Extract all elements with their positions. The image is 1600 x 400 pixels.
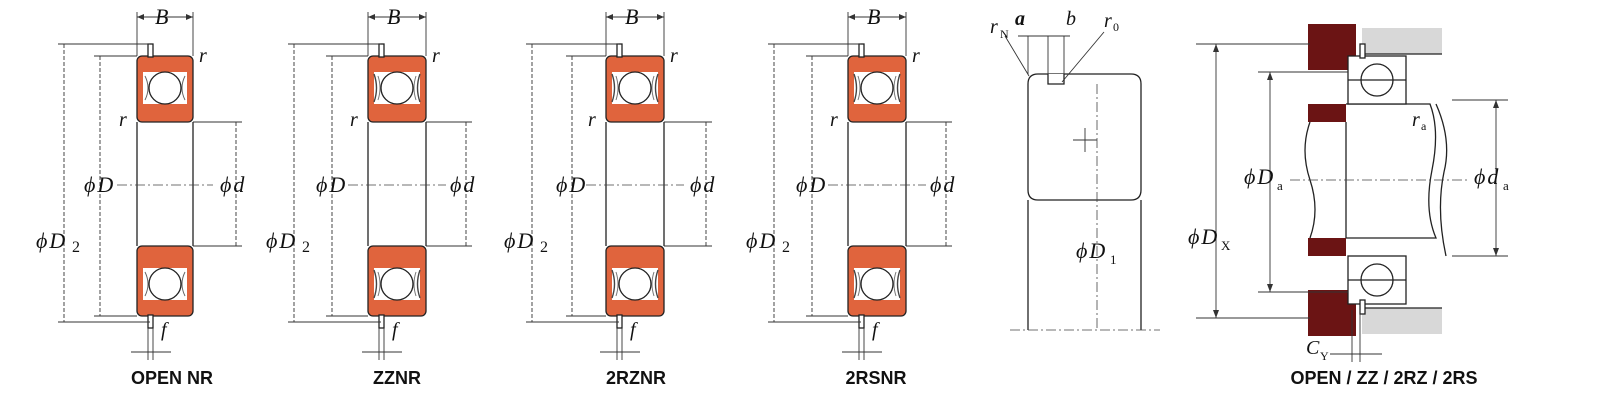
label-phi-d2-zznr: ϕD — [266, 228, 295, 253]
label-r-inner-open-nr: r — [119, 109, 127, 131]
label-r-outer-2rznr: r — [670, 45, 678, 67]
label-phi-da-lower: ϕd — [1474, 164, 1499, 189]
label-ra: r — [1412, 109, 1420, 131]
ball — [860, 71, 894, 105]
label-phi-d2-open-nr: ϕD — [36, 228, 65, 253]
ball — [860, 267, 894, 301]
caption-2rsnr: 2RSNR — [845, 368, 906, 388]
label-b-2rznr: B — [625, 4, 638, 29]
caption-open-nr: OPEN NR — [131, 368, 213, 388]
label-phi-d-bore-zznr: ϕd — [450, 172, 475, 197]
label-r-inner-2rsnr: r — [830, 109, 838, 131]
caption-mounting: OPEN / ZZ / 2RZ / 2RS — [1290, 368, 1477, 388]
label-phi-d-outer-open-nr: ϕD — [84, 172, 113, 197]
label-phi-d2-2rznr: ϕD — [504, 228, 533, 253]
label-d2-sub-2rznr: 2 — [540, 239, 548, 256]
label-r0-sub: 0 — [1113, 20, 1119, 34]
bearing-view-2rznr: BϕD 2 ϕD ϕd r r f 2RZNR — [504, 4, 715, 388]
label-phi-d1: ϕD — [1076, 238, 1105, 263]
label-dx-sub: X — [1221, 238, 1231, 253]
label-phi-d-bore-2rsnr: ϕd — [930, 172, 955, 197]
label-da-lower-sub: a — [1503, 178, 1509, 193]
label-b-open-nr: B — [155, 4, 168, 29]
label-da-upper-sub: a — [1277, 178, 1283, 193]
label-phi-d-bore-open-nr: ϕd — [220, 172, 245, 197]
label-r-outer-2rsnr: r — [912, 45, 920, 67]
ball — [618, 267, 652, 301]
label-d2-sub-2rsnr: 2 — [782, 239, 790, 256]
label-cy: C — [1306, 337, 1320, 359]
bearing-view-2rsnr: BϕD 2 ϕD ϕd r r f 2RSNR — [746, 4, 955, 388]
label-a: a — [1015, 8, 1025, 30]
label-r-inner-2rznr: r — [588, 109, 596, 131]
label-d2-sub-open-nr: 2 — [72, 239, 80, 256]
label-cy-sub: Y — [1320, 349, 1329, 363]
snap-ring-groove-detail: r N a b r 0 ϕD 1 — [990, 8, 1160, 331]
label-r0: r — [1104, 10, 1112, 32]
ball — [380, 71, 414, 105]
caption-2rznr: 2RZNR — [606, 368, 666, 388]
label-phi-da-upper: ϕD — [1244, 164, 1273, 189]
label-r-n: r — [990, 16, 998, 38]
label-phi-d2-2rsnr: ϕD — [746, 228, 775, 253]
ball — [148, 71, 182, 105]
mounting-view: ϕD X ϕD a ϕd a r a C Y OPEN / ZZ / 2RZ /… — [1188, 24, 1509, 388]
label-d1-sub: 1 — [1110, 252, 1117, 267]
label-b-2rsnr: B — [867, 4, 880, 29]
label-d2-sub-zznr: 2 — [302, 239, 310, 256]
label-f-2rznr: f — [630, 319, 638, 341]
label-phi-d-outer-2rznr: ϕD — [556, 172, 585, 197]
label-phi-d-outer-2rsnr: ϕD — [796, 172, 825, 197]
ball — [618, 71, 652, 105]
label-r-outer-zznr: r — [432, 45, 440, 67]
label-phi-d-bore-2rznr: ϕd — [690, 172, 715, 197]
label-r-inner-zznr: r — [350, 109, 358, 131]
label-b: b — [1066, 8, 1076, 30]
ball — [148, 267, 182, 301]
label-r-outer-open-nr: r — [199, 45, 207, 67]
caption-zznr: ZZNR — [373, 368, 421, 388]
label-f-2rsnr: f — [872, 319, 880, 341]
label-phi-d-outer-zznr: ϕD — [316, 172, 345, 197]
label-b-zznr: B — [387, 4, 400, 29]
label-f-zznr: f — [392, 319, 400, 341]
label-ra-sub: a — [1421, 119, 1427, 133]
label-f-open-nr: f — [161, 319, 169, 341]
label-phi-dx: ϕD — [1188, 224, 1217, 249]
label-r-n-sub: N — [1000, 27, 1009, 41]
ball — [380, 267, 414, 301]
